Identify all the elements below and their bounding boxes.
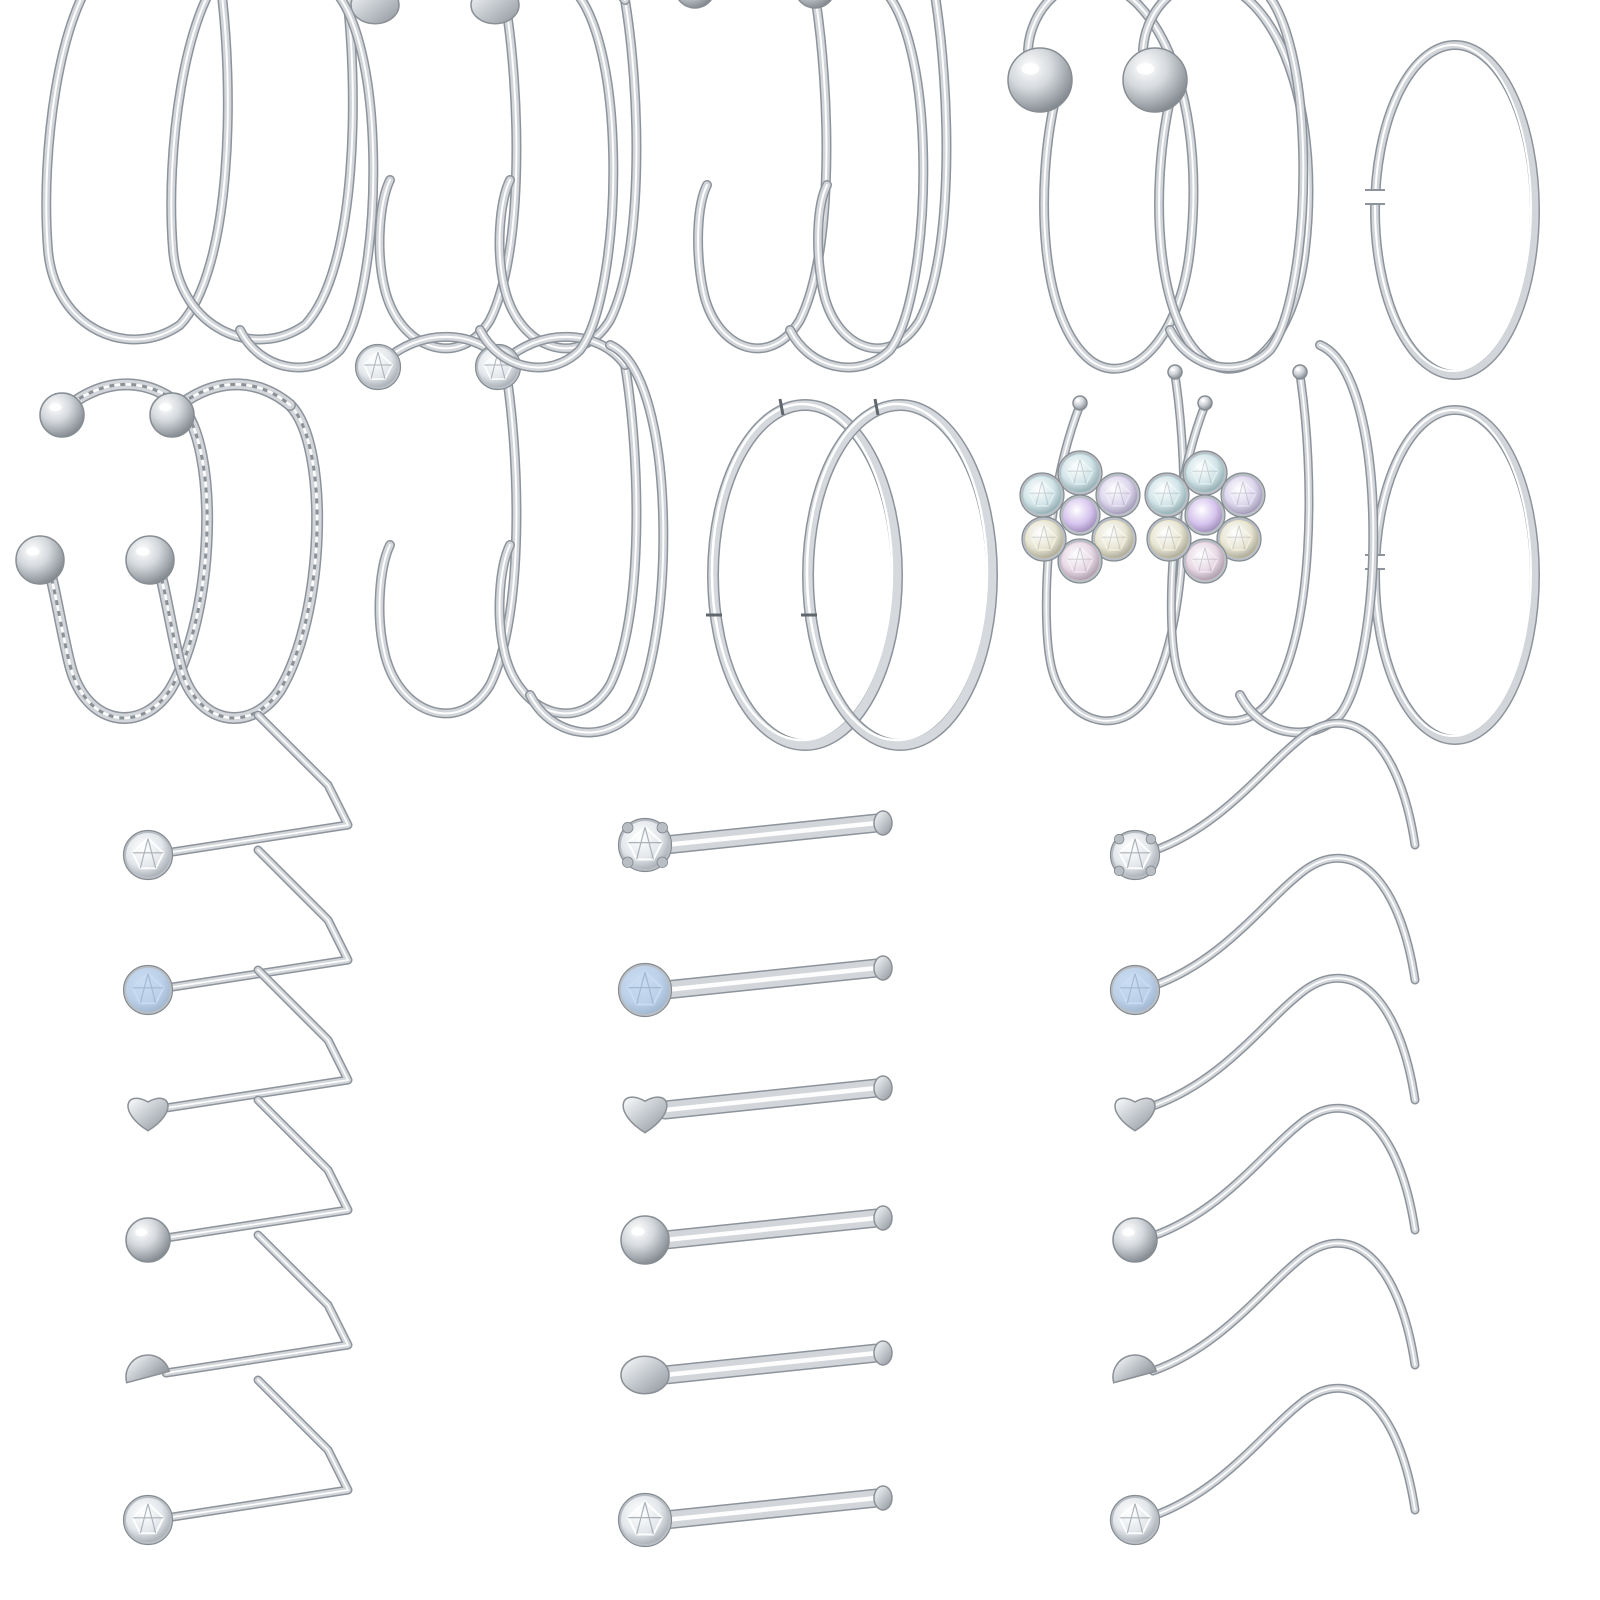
straight-stud-heart xyxy=(622,1075,893,1134)
hoop-tail xyxy=(1165,0,1309,373)
hoop-seamless-ring xyxy=(1365,405,1540,745)
screw-stud-half-moon xyxy=(1112,1238,1420,1384)
hoop-twisted-rope-double-ball xyxy=(125,378,324,724)
hoop-ball-end xyxy=(678,0,832,354)
hoop-crystal-disc-end xyxy=(354,331,522,719)
screw-stud-heart xyxy=(1114,973,1420,1132)
screw-stud-ball xyxy=(1112,1103,1420,1263)
straight-stud-clear-crystal xyxy=(617,1485,893,1548)
hoop-tail xyxy=(525,340,669,738)
l-shape-stud-ball xyxy=(125,1095,353,1263)
l-shape-stud-clear-crystal xyxy=(122,1375,353,1546)
hoop-segment-ring xyxy=(801,398,998,751)
straight-stud-flat-disc xyxy=(620,1340,893,1395)
screw-stud-clear-crystal xyxy=(1109,1383,1420,1546)
straight-stud-ball xyxy=(620,1205,893,1265)
hoop-tail xyxy=(235,0,379,373)
hoop-double-loop-twist xyxy=(41,0,233,345)
hoop-large-ball-closure xyxy=(1122,0,1314,374)
hoop-twisted-rope-double-ball xyxy=(15,378,214,724)
hoop-seamless-ring xyxy=(1365,40,1540,380)
hoop-double-loop-twist xyxy=(166,0,358,345)
hoop-tail xyxy=(1235,340,1379,738)
screw-stud-prong-crystal xyxy=(1109,718,1420,881)
l-shape-stud-half-moon xyxy=(125,1230,353,1384)
straight-stud-blue-crystal xyxy=(617,955,893,1018)
hoop-flower-crystal-hoop xyxy=(1144,364,1314,726)
l-shape-stud-clear-crystal xyxy=(122,710,353,881)
screw-stud-blue-crystal xyxy=(1109,853,1420,1016)
hoop-rings xyxy=(15,0,1540,751)
straight-stud-prong-crystal xyxy=(617,810,893,873)
hoop-large-ball-closure xyxy=(1007,0,1199,374)
hoop-tail xyxy=(475,0,619,373)
hoop-segment-ring xyxy=(706,398,903,751)
l-shape-stud-heart xyxy=(127,965,353,1132)
hoop-tail xyxy=(785,0,929,373)
nose-studs xyxy=(122,710,1420,1548)
